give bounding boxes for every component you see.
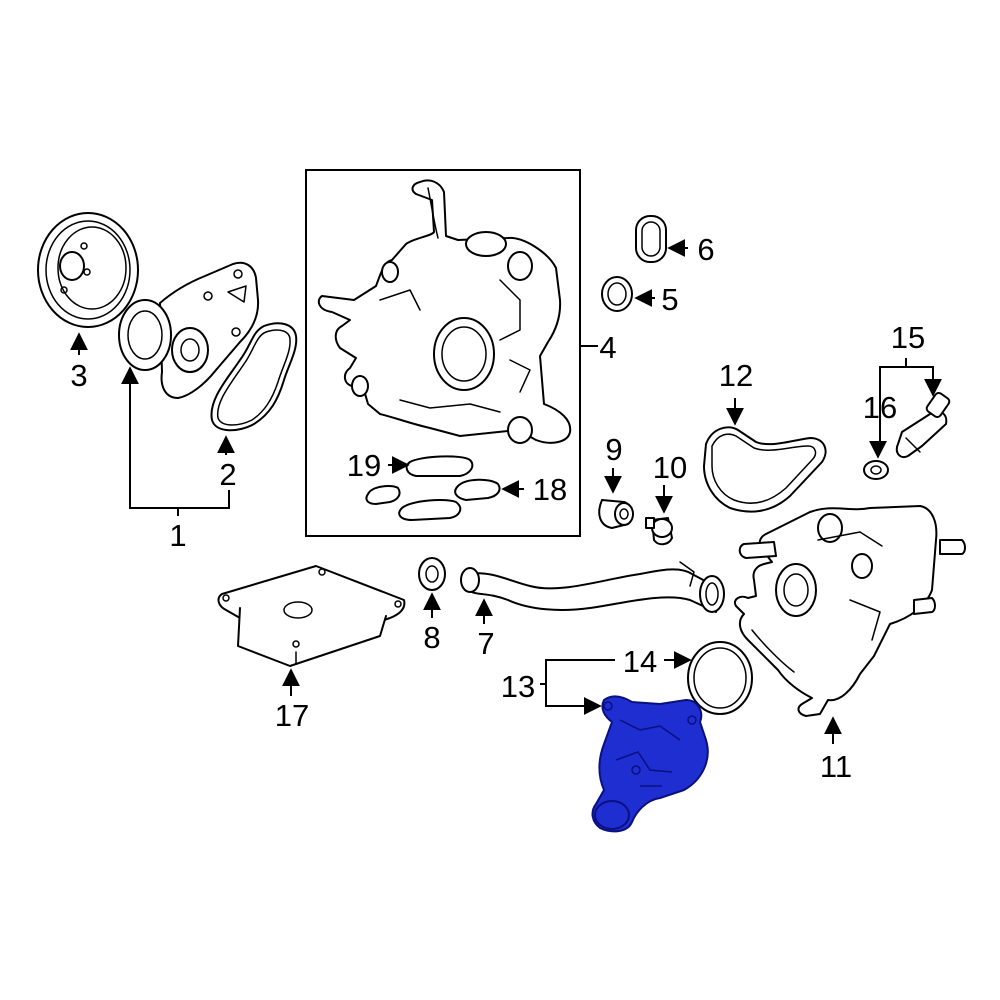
callout-15: 15 [891, 320, 925, 355]
callout-5: 5 [661, 282, 678, 317]
oil-cooler-part-17 [217, 565, 406, 667]
callout-2: 2 [219, 457, 236, 492]
callout-1: 1 [169, 518, 186, 553]
sensor-part-15 [895, 391, 951, 458]
callout-3: 3 [70, 358, 87, 393]
hose-part-7 [460, 561, 725, 613]
thermostat-part-13-highlighted [591, 695, 709, 833]
o-ring-part-14 [687, 641, 753, 715]
callout-7: 7 [477, 626, 494, 661]
callout-4: 4 [599, 330, 616, 365]
bolt-part-10 [645, 517, 673, 546]
washer-part-8 [418, 557, 446, 591]
leader-lines [70, 239, 942, 744]
gasket-small-b [398, 499, 462, 521]
callout-10: 10 [653, 450, 687, 485]
callout-11: 11 [820, 749, 852, 784]
gasket-small-a [365, 485, 401, 505]
callout-9: 9 [605, 432, 622, 467]
callout-8: 8 [423, 620, 440, 655]
gasket-part-18 [454, 478, 501, 501]
callout-17: 17 [275, 698, 309, 733]
seal-part-6 [635, 215, 667, 263]
gasket-part-12 [703, 426, 827, 513]
callout-18: 18 [533, 472, 567, 507]
gasket-part-2 [210, 322, 298, 432]
pulley-part-3 [37, 212, 139, 328]
callout-13: 13 [501, 669, 535, 704]
bushing-part-9 [598, 499, 634, 529]
washer-part-16 [863, 460, 889, 480]
o-ring-part-5 [601, 276, 633, 312]
callout-labels: 3 2 1 4 6 5 19 18 12 15 16 9 10 8 7 17 1… [70, 232, 925, 784]
housing-part-11 [734, 505, 966, 717]
thermostat-housing-part-4 [317, 179, 572, 444]
housing-group-frame [305, 169, 581, 537]
callout-16: 16 [863, 390, 897, 425]
callout-6: 6 [697, 232, 714, 267]
callout-19: 19 [347, 448, 381, 483]
water-pump-part-1 [118, 261, 260, 399]
callout-14: 14 [623, 644, 657, 679]
callout-12: 12 [719, 358, 753, 393]
gasket-part-19 [405, 455, 474, 477]
